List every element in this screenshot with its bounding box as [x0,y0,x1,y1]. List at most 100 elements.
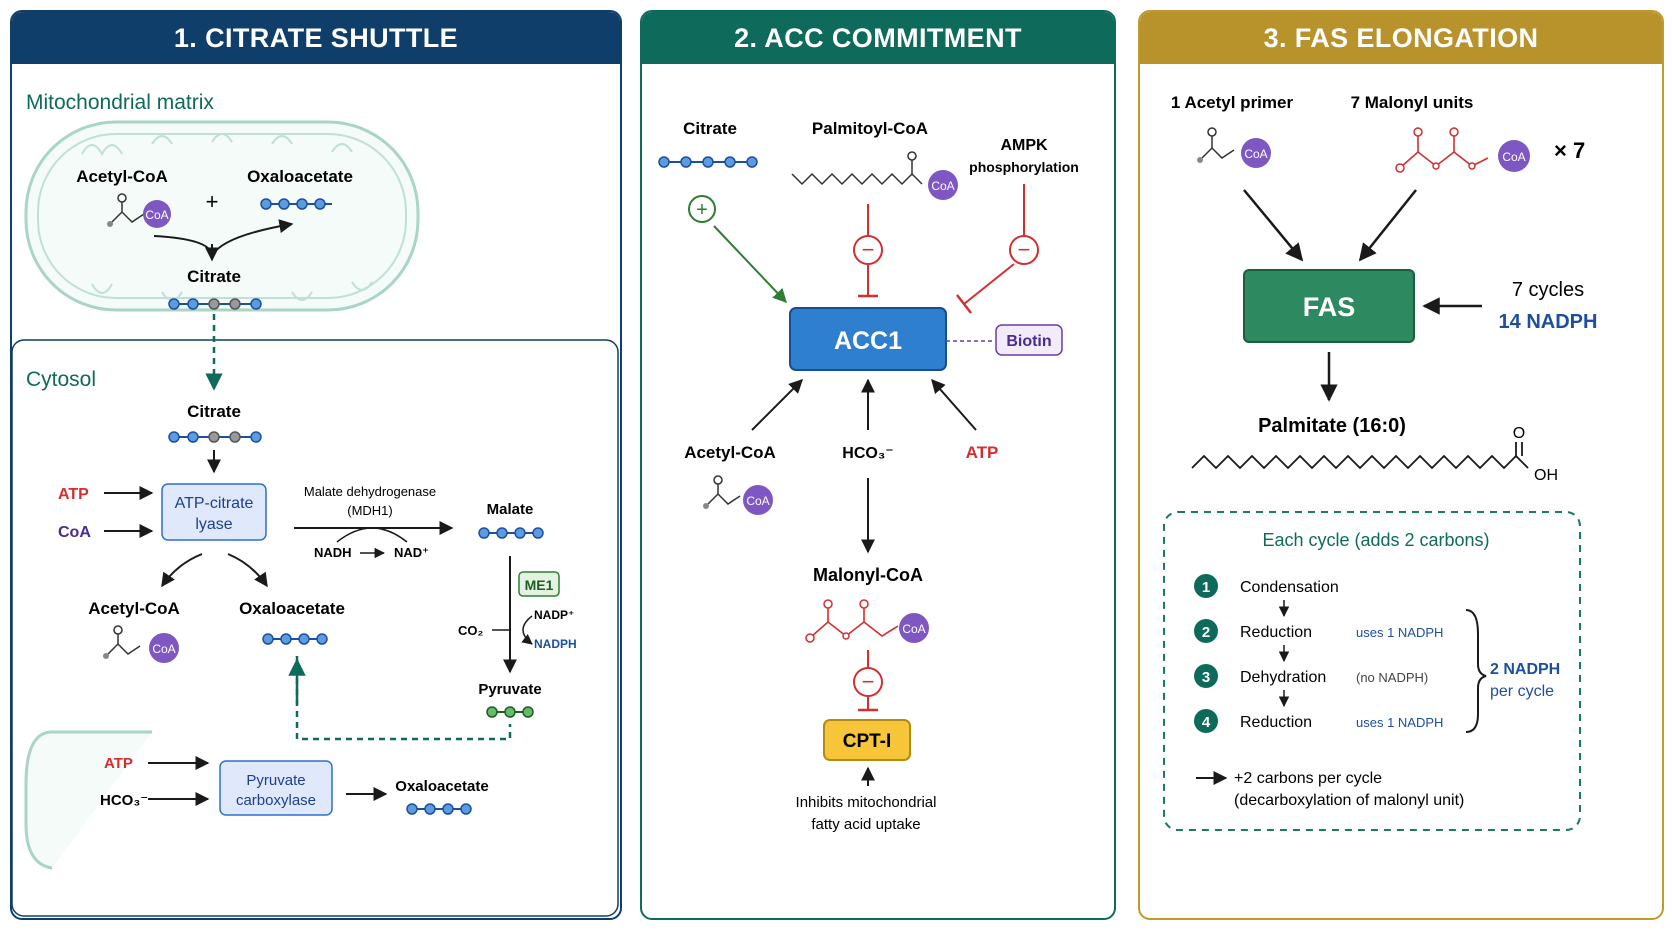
step-name: Condensation [1240,579,1339,596]
atp-label: ATP [966,443,999,462]
acetyl-primer-molecule: CoA [1197,127,1271,168]
acl-label-2: lyase [195,516,232,533]
mitochondrion-fragment [24,730,152,870]
pc-label-2: carboxylase [236,792,316,809]
acc-commitment-svg: Citrate Palmitoyl-CoA CoA AMPK phosphory… [658,119,1079,833]
nadph-14-label: 14 NADPH [1499,311,1598,333]
step-name: Dehydration [1240,669,1326,686]
mdh-label-1: Malate dehydrogenase [304,484,436,499]
atp-label: ATP [58,486,89,503]
acetyl-coa-molecule: CoA [703,475,773,515]
panel-title: 3. FAS ELONGATION [1140,12,1662,64]
citrate-molecule-cytosol [168,431,262,443]
mdh-label-2: (MDH1) [347,503,393,518]
oh-label: OH [1534,467,1558,484]
step-note: uses 1 NADPH [1356,715,1443,730]
malonyl-units-label: 7 Malonyl units [1351,93,1474,112]
citrate-molecule-matrix [168,298,262,310]
coa-tag: CoA [1502,150,1525,164]
step-name: Reduction [1240,714,1312,731]
per-cycle-label-1: 2 NADPH [1490,661,1560,678]
coa-tag: CoA [746,494,769,508]
inhibitor-minus-icon [853,235,883,265]
inhibitor-minus-icon [1009,235,1039,265]
step-number-badge [1194,709,1218,733]
cycle-box [1163,511,1581,831]
coa-tag: CoA [152,642,175,656]
panel-citrate-shuttle: 1. CITRATE SHUTTLE Mitochondrial matrix … [10,10,622,920]
step-number: 1 [1202,579,1210,596]
pc-label-1: Pyruvate [246,772,305,789]
plus-sign: + [206,189,219,214]
palmitate-label: Palmitate (16:0) [1258,415,1406,437]
hco3-label: HCO₃⁻ [842,445,893,462]
ampk-label-1: AMPK [1000,137,1048,154]
panel-title: 1. CITRATE SHUTTLE [12,12,620,64]
oxygen-label: O [1513,425,1525,442]
oaa-return-arrow [295,656,512,741]
citrate-matrix-label: Citrate [187,267,241,286]
biotin-label: Biotin [1006,333,1051,350]
ampk-label-2: phosphorylation [969,159,1079,175]
step-note: (no NADPH) [1356,670,1428,685]
palmitoyl-coa-label: Palmitoyl-CoA [812,119,928,138]
step-number: 3 [1202,669,1210,686]
plus-sign: + [696,199,708,221]
coa-tag: CoA [145,208,168,222]
malate-label: Malate [487,501,534,518]
co2-label: CO₂ [458,623,484,638]
footer-label-2: (decarboxylation of malonyl unit) [1234,792,1464,809]
cpt1-label: CPT-I [843,731,892,752]
nadph-label: NADPH [534,637,577,651]
cpt1-box [823,719,911,761]
acl-label-1: ATP-citrate [175,495,254,512]
cycles-label: 7 cycles [1512,279,1584,301]
acetyl-coa-label: Acetyl-CoA [76,167,168,186]
matrix-label: Mitochondrial matrix [26,91,214,114]
panel-title: 2. ACC COMMITMENT [642,12,1114,64]
minus-sign: − [862,669,875,694]
minus-sign: − [1018,237,1031,262]
fas-elongation-svg: 1 Acetyl primer CoA 7 Malonyl units [1163,93,1598,831]
malonyl-unit-molecule: CoA [1395,127,1530,173]
nadp-label: NADP⁺ [534,608,574,622]
oxaloacetate-molecule [260,198,332,210]
oxaloacetate-cytosol-molecule [262,633,328,645]
oxaloacetate-cytosol-label: Oxaloacetate [239,599,345,618]
minus-sign: − [862,237,875,262]
oxaloacetate-label: Oxaloacetate [247,167,353,186]
acetyl-primer-label: 1 Acetyl primer [1171,93,1294,112]
malate-molecule [478,527,544,539]
cycle-title: Each cycle (adds 2 carbons) [1262,530,1489,550]
cycle-brace [1465,609,1487,733]
coa-tag: CoA [1244,147,1267,161]
fas-label: FAS [1303,292,1356,322]
nad-label: NAD⁺ [394,545,429,560]
step-number-badge [1194,619,1218,643]
acetyl-coa-label: Acetyl-CoA [684,443,776,462]
coa-tag: CoA [902,622,925,636]
coa-tag: CoA [931,179,954,193]
fas-enzyme-box [1243,269,1415,343]
palmitoyl-coa-molecule: CoA [791,151,958,200]
footer-label-1: +2 carbons per cycle [1234,770,1382,787]
citrate-molecule [658,156,758,168]
cytosol-region [12,339,619,917]
inhibits-label-1: Inhibits mitochondrial [796,794,937,811]
panel-fas-elongation: 3. FAS ELONGATION 1 Acetyl primer CoA 7 … [1138,10,1664,920]
inhibits-label-2: fatty acid uptake [811,816,920,833]
activator-plus-icon [688,195,716,223]
malonyl-coa-label: Malonyl-CoA [813,565,923,585]
malonyl-coa-molecule: CoA [805,599,929,643]
pyruvate-label: Pyruvate [478,681,541,698]
inhibitor-minus-icon [853,667,883,697]
cytosol-label: Cytosol [26,368,96,391]
hco3-label: HCO₃⁻ [100,792,148,809]
pyruvate-molecule [486,706,534,718]
acetyl-coa-cytosol-molecule: CoA [103,625,179,663]
step-note: uses 1 NADPH [1356,625,1443,640]
mitochondrion-shape [24,120,420,312]
nadh-label: NADH [314,545,352,560]
biotin-box [995,324,1063,356]
